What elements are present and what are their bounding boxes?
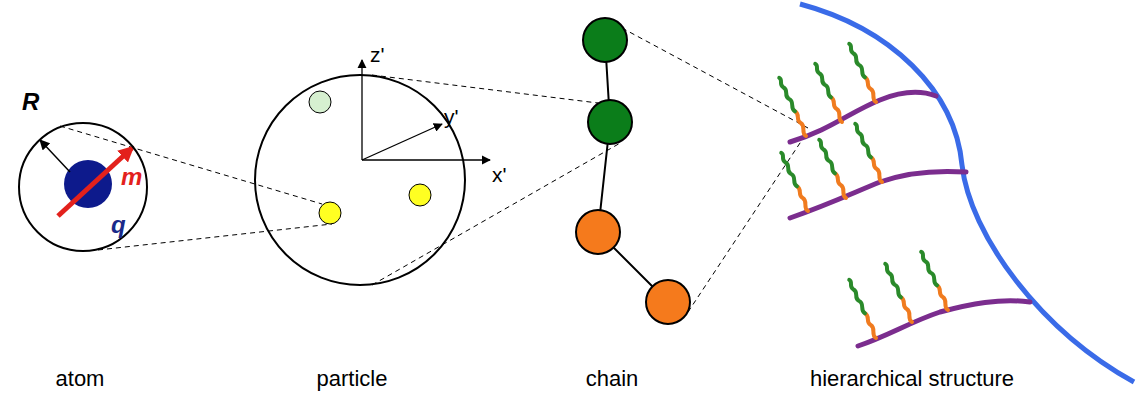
side-chain	[884, 262, 913, 323]
circle-node: z' y' x'	[250, 40, 512, 290]
moment-arrow	[58, 148, 132, 216]
circle-node: Rmq	[10, 85, 160, 260]
stage-label: particle	[317, 368, 388, 390]
side-chain	[778, 76, 807, 137]
chain-bead	[583, 18, 627, 62]
moment-label: m	[121, 165, 142, 189]
side-chain	[780, 151, 809, 212]
stage-label: atom	[56, 368, 105, 390]
axis-label: x'	[492, 164, 507, 185]
zoom-line	[372, 142, 622, 285]
atom-dot	[319, 202, 341, 224]
circle-outline	[255, 75, 465, 285]
charge-label: q	[111, 213, 126, 237]
axis-arrow	[362, 124, 442, 160]
side-chain	[848, 278, 877, 339]
side-chain	[920, 250, 949, 311]
chain-bead	[646, 280, 690, 324]
side-chain	[848, 42, 877, 103]
atom-dot	[409, 184, 431, 206]
atom-dot	[309, 91, 331, 113]
zoom-lines	[60, 28, 808, 312]
circle-outline	[250, 40, 512, 290]
circle-outline	[19, 123, 147, 251]
side-chain	[818, 138, 847, 199]
stage-label: chain	[586, 368, 639, 390]
axis-label: y'	[444, 106, 459, 127]
radius-arrow	[40, 140, 70, 172]
side-chain	[814, 62, 843, 123]
axis-label: z'	[370, 44, 385, 65]
chain-bead	[588, 100, 632, 144]
zoom-line	[372, 75, 598, 103]
stage-label: hierarchical structure	[810, 368, 1014, 390]
chain-bead	[576, 210, 620, 254]
side-chains	[778, 42, 949, 339]
side-chain	[854, 122, 883, 183]
art-part	[362, 60, 490, 160]
axis-arrow	[362, 159, 490, 160]
art-part	[790, 93, 1030, 346]
zoom-line	[688, 140, 802, 312]
chain-bond	[598, 40, 668, 302]
radius-label: R	[22, 90, 39, 114]
